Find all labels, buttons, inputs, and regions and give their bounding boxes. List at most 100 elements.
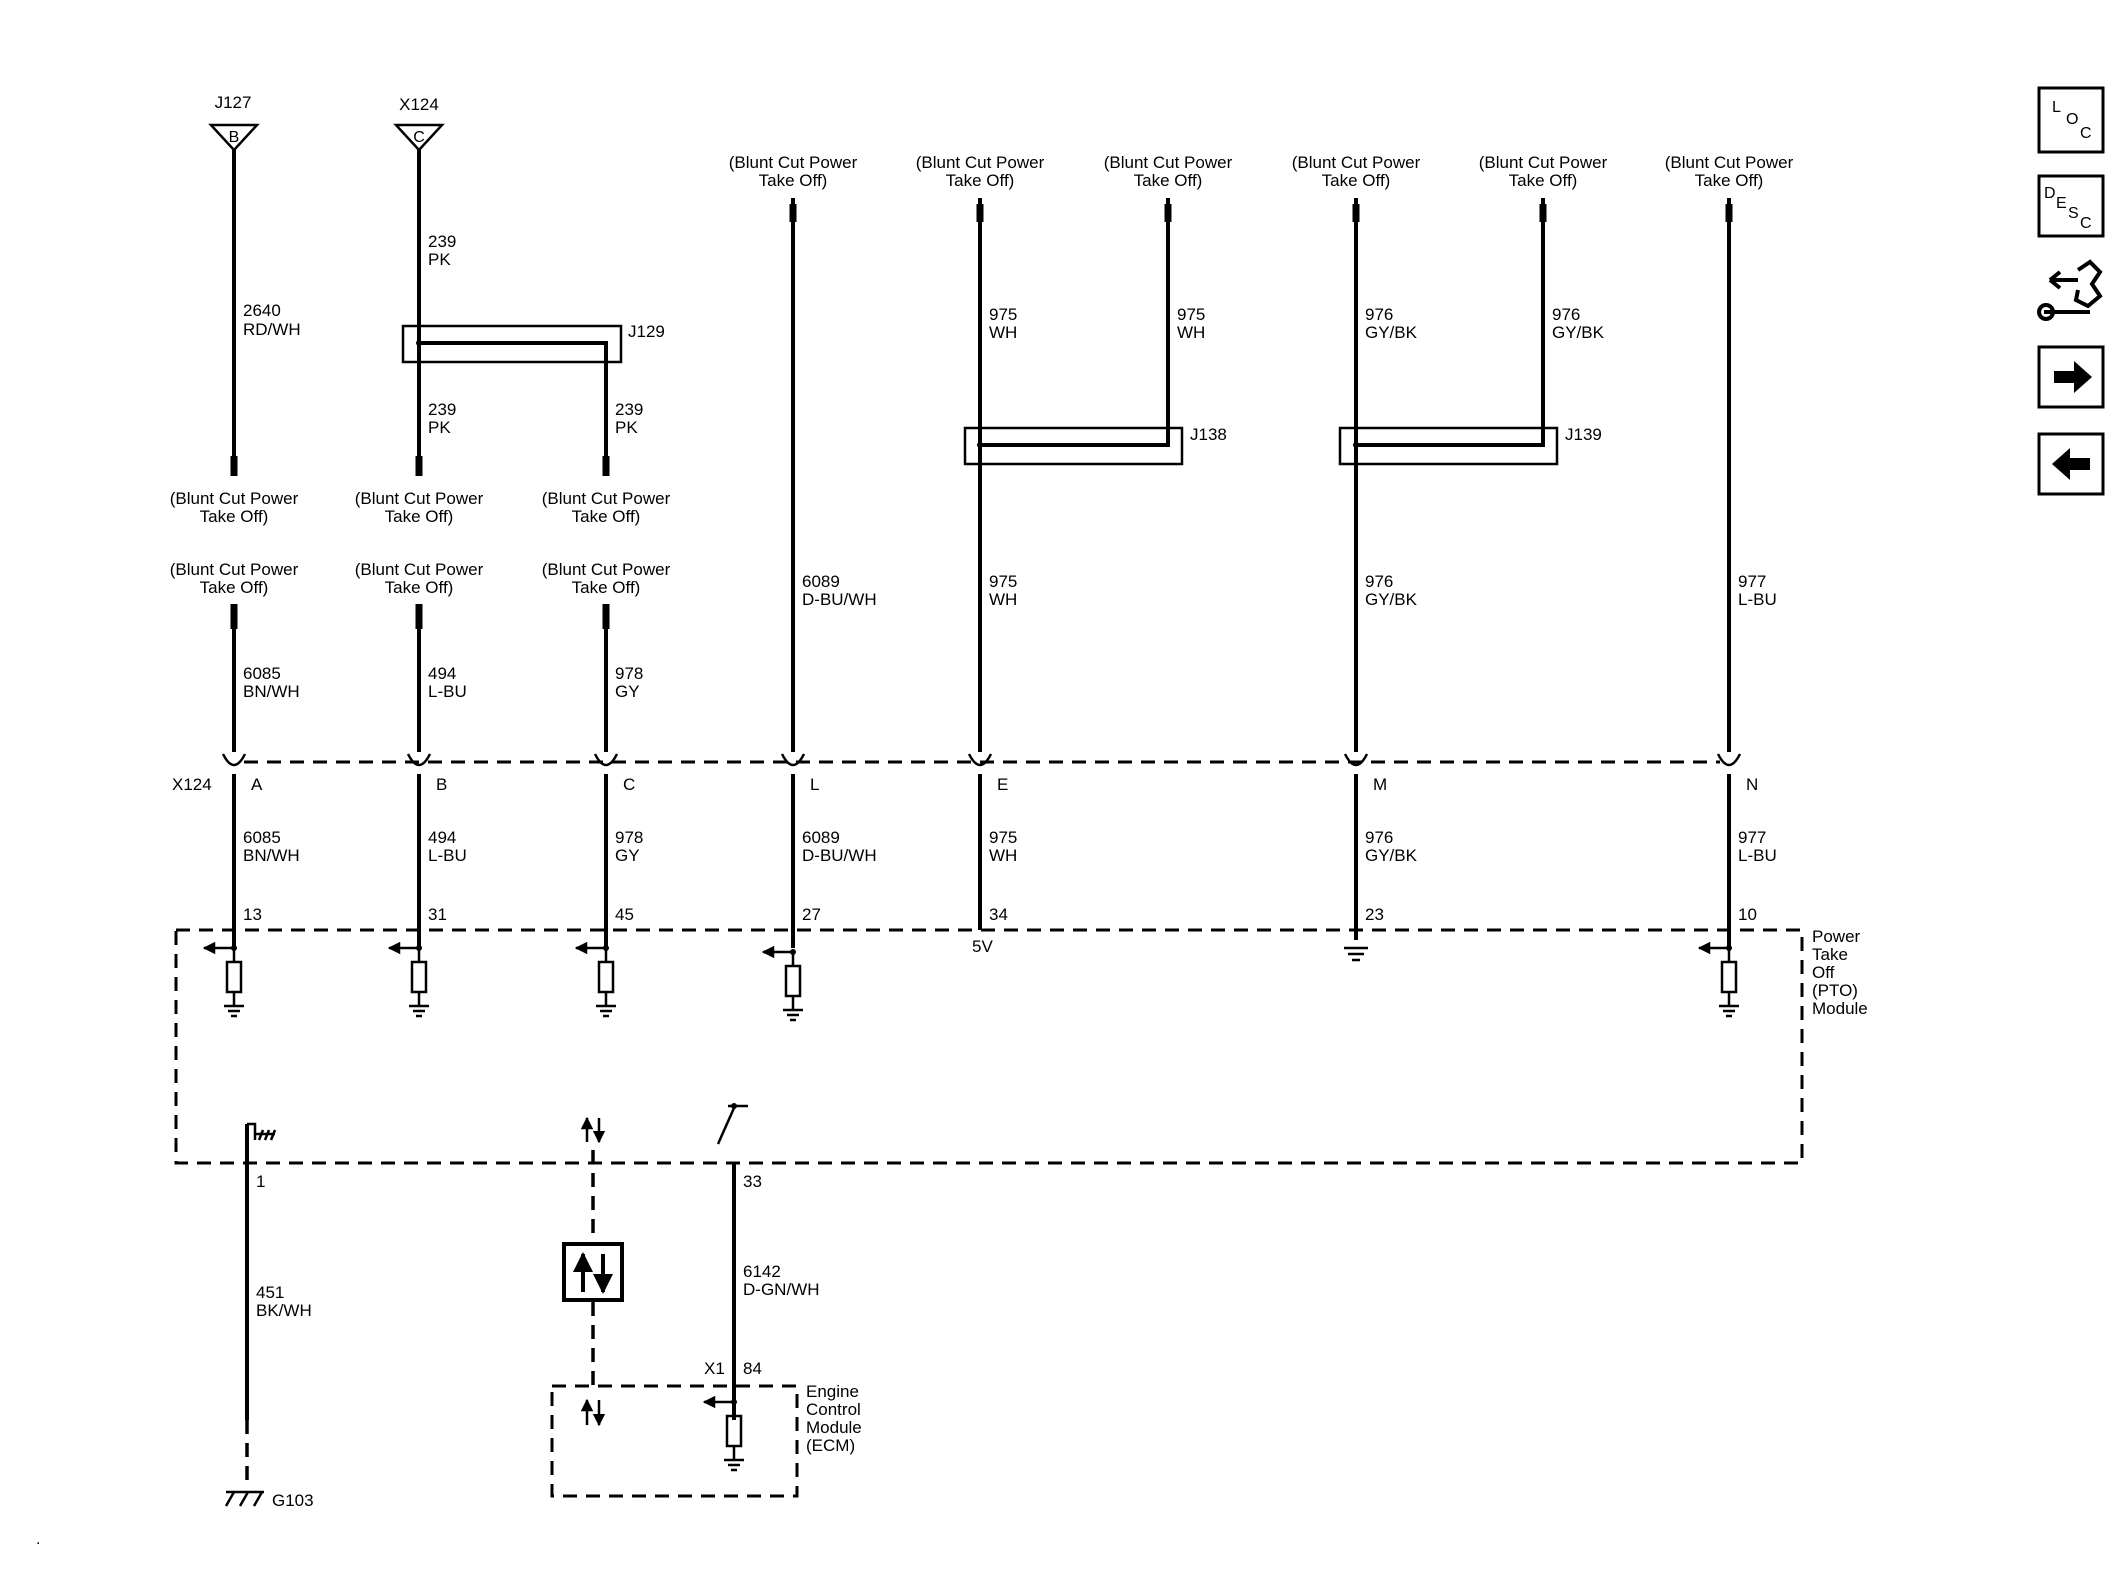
loc-button[interactable]: L O C xyxy=(2037,86,2105,154)
connector-x124-c-label: X124 xyxy=(399,95,439,114)
wire-976-number: 976 xyxy=(1365,305,1393,324)
wire-494-number: 494 xyxy=(428,664,456,683)
desc-icon: D E S C xyxy=(2044,185,2092,232)
pto-pin-45: 45 xyxy=(615,905,634,924)
pto-pin-33: 33 xyxy=(743,1172,762,1191)
inline-connector-pin-C: C xyxy=(623,775,635,794)
svg-text:S: S xyxy=(2068,205,2079,222)
splice-j138-label: J138 xyxy=(1190,425,1227,444)
input-pull-down-symbol xyxy=(1697,941,1739,1018)
inline-connector-pin-L: L xyxy=(810,775,819,794)
input-pull-down-symbol xyxy=(387,941,429,1018)
ecm-boundary xyxy=(550,1384,799,1498)
inline-connector-pin-A: A xyxy=(251,775,263,794)
wire-976-number: 976 xyxy=(1552,305,1580,324)
wire-978-number: 978 xyxy=(615,664,643,683)
wire-976-color: GY/BK xyxy=(1552,323,1605,342)
input-pull-down-symbol xyxy=(202,941,244,1018)
wire-239-color: PK xyxy=(428,418,451,437)
wire-6142-number: 6142 xyxy=(743,1262,781,1281)
reference-5v-label: 5V xyxy=(972,937,993,956)
wire-6085-number: 6085 xyxy=(243,664,281,683)
loc-icon: L O C xyxy=(2052,99,2092,142)
pto-pin-1: 1 xyxy=(256,1172,265,1191)
wire-975-number: 975 xyxy=(989,305,1017,324)
connector-j127-pin: B xyxy=(229,129,240,146)
wire-975-color: WH xyxy=(1177,323,1205,342)
connector-wrench-icon xyxy=(2037,259,2103,321)
inline-connector-pin-B: B xyxy=(436,775,447,794)
serial-data-box xyxy=(562,1242,624,1302)
pto-pin-34: 34 xyxy=(989,905,1008,924)
wire-6089-number: 6089 xyxy=(802,572,840,591)
wire-6089-number: 6089 xyxy=(802,828,840,847)
input-pull-down-symbol xyxy=(761,945,803,1022)
ecm-connector-x1: X1 xyxy=(704,1359,725,1378)
connector-j127-symbol xyxy=(208,123,260,152)
splice-j139: J139 xyxy=(1338,425,1602,466)
wire-239-number: 239 xyxy=(428,232,456,251)
wire-6089-color: D-BU/WH xyxy=(802,590,877,609)
wire-977-number: 977 xyxy=(1738,828,1766,847)
svg-text:E: E xyxy=(2056,195,2067,212)
connector-view-button[interactable] xyxy=(2036,255,2108,327)
pto-pin-31: 31 xyxy=(428,905,447,924)
pto-pin-13: 13 xyxy=(243,905,262,924)
wire-978-number: 978 xyxy=(615,828,643,847)
desc-button[interactable]: D E S C xyxy=(2037,174,2105,238)
inline-connector-x124-label: X124 xyxy=(172,775,212,794)
inline-connector-pin-N: N xyxy=(1746,775,1758,794)
splice-j138: J138 xyxy=(963,425,1227,466)
inline-connector-pin-symbol xyxy=(406,753,432,767)
wire-494-color: L-BU xyxy=(428,846,467,865)
next-button[interactable] xyxy=(2037,345,2105,409)
svg-text:C: C xyxy=(2080,215,2092,232)
ground-symbol xyxy=(1344,946,1368,962)
wire-977-number: 977 xyxy=(1738,572,1766,591)
input-pull-down-symbol xyxy=(702,1395,744,1472)
previous-button[interactable] xyxy=(2037,432,2105,496)
ecm-pin-84: 84 xyxy=(743,1359,762,1378)
ground-g103-label: G103 xyxy=(272,1491,314,1510)
pto-pin-27: 27 xyxy=(802,905,821,924)
wire-977-color: L-BU xyxy=(1738,846,1777,865)
wire-6085-color: BN/WH xyxy=(243,846,300,865)
